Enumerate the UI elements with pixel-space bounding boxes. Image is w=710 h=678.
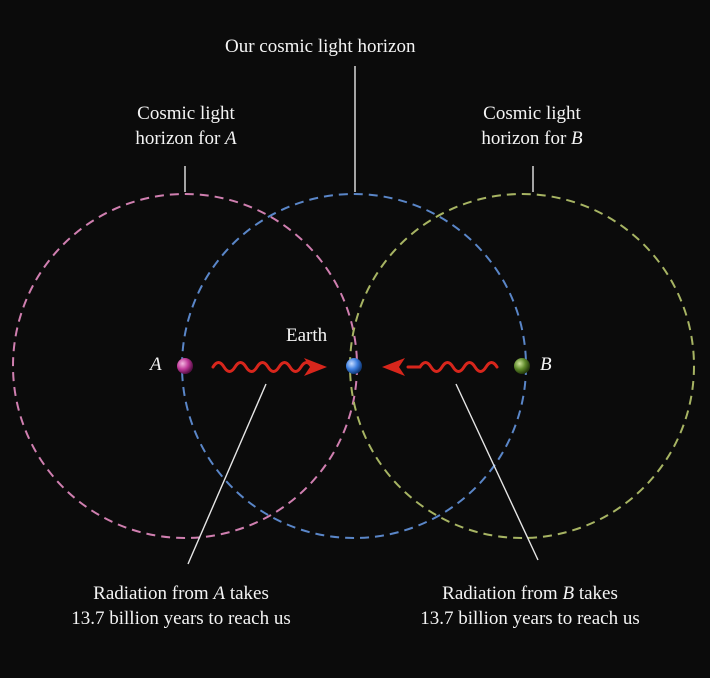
horizon-a-label-line2: horizon for A bbox=[135, 128, 237, 149]
leader-line-radiation-b bbox=[455, 383, 539, 561]
radiation-b-caption-line1: Radiation from B takes bbox=[442, 583, 618, 604]
arrow-head-from-a bbox=[304, 358, 327, 376]
point-b-dot bbox=[514, 358, 530, 374]
horizon-b-label-line2: horizon for B bbox=[481, 128, 583, 149]
radiation-a-caption-line1: Radiation from A takes bbox=[93, 583, 269, 604]
point-a-label: A bbox=[150, 354, 162, 375]
point-a-dot bbox=[177, 358, 193, 374]
point-b-label: B bbox=[540, 354, 552, 375]
radiation-b-caption: Radiation from B takes 13.7 billion year… bbox=[370, 581, 690, 631]
radiation-a-caption-line2: 13.7 billion years to reach us bbox=[71, 608, 291, 629]
photon-wave-from-a bbox=[211, 361, 324, 373]
horizon-a-label-line1: Cosmic light bbox=[137, 103, 235, 124]
horizon-b-label: Cosmic light horizon for B bbox=[454, 101, 610, 151]
arrow-head-from-b bbox=[382, 358, 405, 376]
earth-dot bbox=[346, 358, 362, 374]
earth-label: Earth bbox=[286, 325, 328, 346]
horizon-b-label-line1: Cosmic light bbox=[483, 103, 581, 124]
our-horizon-label: Our cosmic light horizon bbox=[225, 36, 416, 57]
photon-wave-from-b bbox=[406, 361, 499, 373]
horizon-a-label: Cosmic light horizon for A bbox=[108, 101, 264, 151]
radiation-a-caption: Radiation from A takes 13.7 billion year… bbox=[16, 581, 346, 631]
radiation-b-caption-line2: 13.7 billion years to reach us bbox=[420, 608, 640, 629]
leader-line-radiation-a bbox=[187, 383, 267, 565]
